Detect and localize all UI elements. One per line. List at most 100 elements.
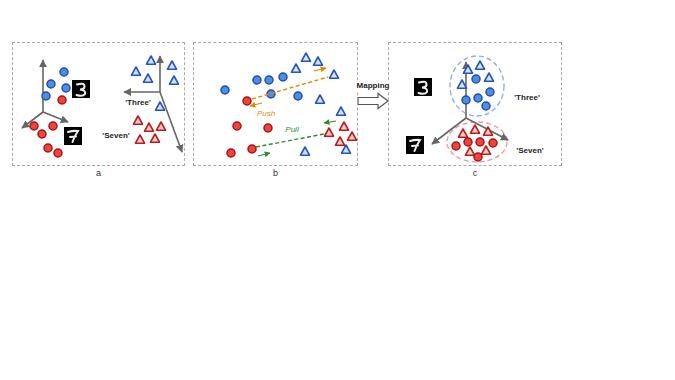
force-label: Push xyxy=(256,109,276,118)
cluster-outline xyxy=(447,122,507,162)
digit-stroke xyxy=(68,131,78,142)
digit-seven-image xyxy=(64,127,82,145)
panel-caption: c xyxy=(389,168,561,178)
panel-caption: a xyxy=(13,168,184,178)
red-triangle xyxy=(336,137,345,145)
blue-triangle xyxy=(316,95,325,103)
red-circle xyxy=(476,138,484,146)
blue-triangle xyxy=(292,64,301,72)
red-circle xyxy=(264,124,272,132)
blue-circle xyxy=(62,84,70,92)
red-circle xyxy=(464,138,472,146)
panel-box: c xyxy=(388,42,562,166)
red-circle xyxy=(44,144,52,152)
force-label: Pull xyxy=(284,125,299,134)
blue-triangle xyxy=(458,80,467,88)
blue-triangle xyxy=(147,56,156,64)
digit-background xyxy=(414,78,432,96)
digit-three-image xyxy=(72,80,90,98)
red-triangle xyxy=(151,134,160,142)
blue-circle xyxy=(253,76,261,84)
blue-triangle xyxy=(342,145,351,153)
push-arrow xyxy=(314,68,326,71)
red-triangle xyxy=(325,128,334,136)
red-circle xyxy=(248,145,256,153)
blue-triangle xyxy=(302,53,311,61)
digit-background xyxy=(406,136,424,154)
cluster-outline xyxy=(450,56,504,116)
axes xyxy=(22,60,68,128)
digit-three-image xyxy=(414,78,432,96)
red-circle xyxy=(233,122,241,130)
class-label: 'Seven' xyxy=(101,131,130,140)
red-triangle xyxy=(145,123,154,131)
digit-stroke xyxy=(410,140,420,151)
red-circle xyxy=(58,96,66,104)
blue-circle xyxy=(486,88,494,96)
blue-triangle xyxy=(330,70,339,78)
blue-triangle xyxy=(485,73,494,81)
axis xyxy=(124,91,160,93)
blue-triangle xyxy=(132,67,141,75)
red-circle xyxy=(30,122,38,130)
axis xyxy=(160,92,182,152)
class-label: 'Seven' xyxy=(515,146,544,155)
red-circle xyxy=(54,149,62,157)
blue-triangle xyxy=(314,57,323,65)
blue-circle xyxy=(474,94,482,102)
edge-label: Mapping xyxy=(356,81,391,90)
blue-circle xyxy=(42,92,50,100)
blue-triangle xyxy=(168,61,177,69)
blue-triangle xyxy=(170,76,179,84)
blue-circle xyxy=(265,76,273,84)
red-circle xyxy=(227,149,235,157)
axis xyxy=(43,112,68,122)
blue-triangle xyxy=(476,61,485,69)
digit-stroke xyxy=(77,84,86,96)
panel-caption: b xyxy=(194,168,357,178)
red-triangle xyxy=(340,122,349,130)
pull-line xyxy=(256,134,324,147)
red-circle xyxy=(38,130,46,138)
red-triangle xyxy=(484,127,493,135)
blue-circle xyxy=(221,86,229,94)
axis xyxy=(466,118,508,140)
blue-circle xyxy=(462,96,470,104)
red-circle xyxy=(243,97,251,105)
red-triangle xyxy=(348,132,357,140)
digit-background xyxy=(64,127,82,145)
axis xyxy=(432,118,466,144)
red-circle xyxy=(49,122,57,130)
digit-seven-image xyxy=(406,136,424,154)
mapping-arrow xyxy=(358,94,388,109)
axes xyxy=(432,62,508,144)
blue-circle xyxy=(279,73,287,81)
axis xyxy=(159,56,161,92)
red-triangle xyxy=(134,116,143,124)
blue-circle xyxy=(60,68,68,76)
red-circle xyxy=(474,153,482,161)
red-circle xyxy=(489,139,497,147)
digit-stroke xyxy=(419,82,428,94)
panel-box: a xyxy=(12,42,185,166)
class-label: 'Three' xyxy=(513,93,541,102)
axis xyxy=(42,60,44,112)
red-triangle xyxy=(482,146,491,154)
pull-arrow xyxy=(258,153,270,156)
push-line xyxy=(252,77,328,99)
blue-circle xyxy=(294,92,302,100)
blue-triangle xyxy=(156,102,165,110)
push-arrow xyxy=(250,103,262,106)
digit-background xyxy=(72,80,90,98)
red-triangle xyxy=(136,135,145,143)
red-triangle xyxy=(466,147,475,155)
blue-triangle xyxy=(301,147,310,155)
blue-triangle xyxy=(144,74,153,82)
blue-circle xyxy=(47,80,55,88)
blue-triangle xyxy=(337,107,346,115)
blue-triangle xyxy=(464,65,473,73)
class-label: 'Three' xyxy=(124,98,152,107)
